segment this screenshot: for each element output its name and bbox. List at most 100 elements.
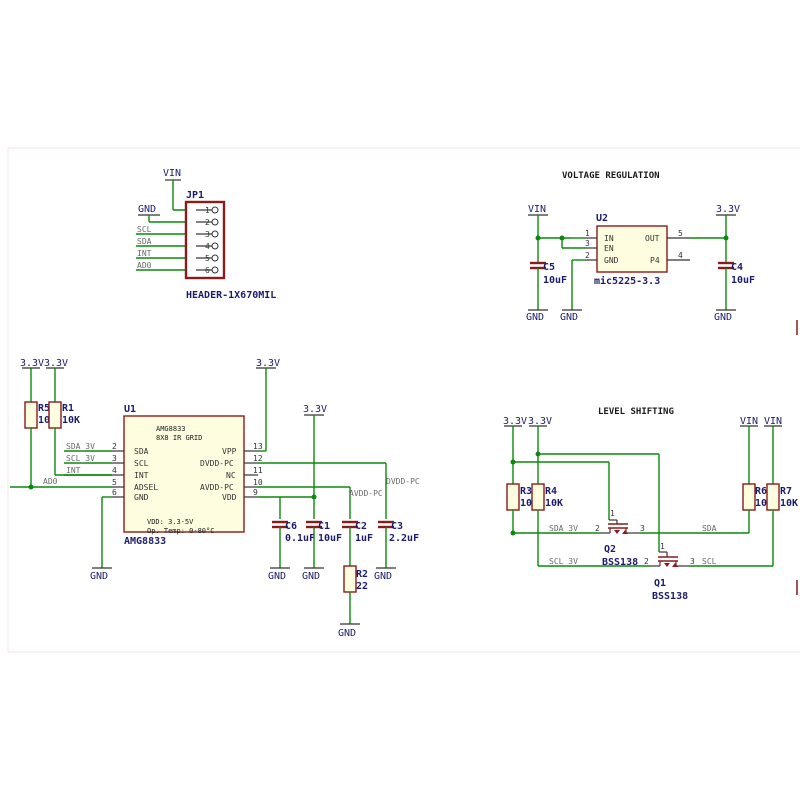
jp1-pin-3: 3 [205,230,210,239]
q1-value: BSS138 [652,591,688,602]
u2-name: mic5225-3.3 [594,275,660,287]
u2-pin-out: OUT [645,234,660,243]
jp1-ref: JP1 [186,190,204,201]
r7-ref: R7 [780,486,792,497]
u1-vpp-3v3-label: 3.3V [256,358,280,369]
r4-3v3-label: 3.3V [528,416,552,427]
u2-pin-en: EN [604,244,614,253]
u1-pin4-num: 4 [112,466,117,475]
q1-pin-3: 3 [690,557,695,566]
u2-pin5-num: 5 [678,229,683,238]
ls-net-sda3v: SDA_3V [549,524,578,533]
jp1-name: HEADER-1X670MIL [186,290,276,301]
c3-ref: C3 [391,521,403,532]
jp1-pin-6: 6 [205,266,210,275]
u1-net-dvdd: DVDD-PC [386,477,420,486]
u1-pin-vpp: VPP [222,447,237,456]
r5-value: 10K [38,415,56,426]
r2-resistor[interactable]: R2 22 [343,565,368,593]
r1-resistor[interactable]: R1 10K [48,401,80,429]
u1-amg8833[interactable]: 2 3 4 5 6 SDA SCL INT ADSEL GND 13 12 11… [112,404,263,547]
c3-gnd-label: GND [374,571,392,582]
u1-net-ad0: AD0 [43,477,58,486]
jp1-gnd-label: GND [138,204,156,215]
u2-pin-gnd: GND [604,256,619,265]
r7-vin-label: VIN [764,416,782,427]
voltage-regulation-title: VOLTAGE REGULATION [562,171,660,181]
r3-3v3-label: 3.3V [503,416,527,427]
jp1-net-int: INT [137,249,152,258]
r4-resistor[interactable]: R4 10K [531,483,563,511]
jp1-pin-1: 1 [205,206,210,215]
jp1-body [184,200,226,280]
c2-capacitor[interactable]: C2 1uF [342,520,373,566]
u1-pin-sda: SDA [134,447,149,456]
r3-value: 10K [520,498,538,509]
u2-regulator[interactable]: 1 3 2 IN EN GND 5 4 OUT P4 U2 mic5225-3.… [585,213,690,287]
r5-3v3-label: 3.3V [20,358,44,369]
q2-pin-1: 1 [610,509,615,518]
u1-ref: U1 [124,404,136,415]
u1-desc2: 8X8 IR GRID [156,434,202,442]
c1-gnd-label: GND [302,571,320,582]
c4-capacitor[interactable]: C4 10uF [718,261,755,310]
q2-mosfet[interactable]: 2 3 1 Q2 BSS138 [595,509,645,568]
r3-resistor[interactable]: R3 10K [506,483,538,511]
r1-3v3-label: 3.3V [44,358,68,369]
u1-vdd-note: VDD: 3.3-5V [147,518,194,526]
r2-value: 22 [356,581,368,592]
c2-ref: C2 [355,521,367,532]
r6-resistor[interactable]: R6 10K [742,483,773,511]
u1-net-scl3v: SCL_3V [66,454,95,463]
c5-value: 10uF [543,275,567,286]
c4-value: 10uF [731,275,755,286]
ls-net-scl3v: SCL_3V [549,557,578,566]
u1-pin2-num: 2 [112,442,117,451]
c2-value: 1uF [355,533,373,544]
u2-pin4-num: 4 [678,251,683,260]
c3-capacitor[interactable]: C3 2.2uF [378,520,419,568]
r2-ref: R2 [356,569,368,580]
u2-pin3-num: 3 [585,239,590,248]
jp1-header[interactable]: VIN GND SCL SDA INT AD0 1 2 3 4 5 [136,168,276,301]
r7-value: 10K [780,498,798,509]
u1-pin12-num: 12 [253,454,263,463]
r5-resistor[interactable]: R5 10K [24,401,56,429]
u1-net-int: INT [66,466,81,475]
q1-ref: Q1 [654,578,666,589]
r7-resistor[interactable]: R7 10K [766,483,798,511]
c4-ref: C4 [731,262,743,273]
u1-pin3-num: 3 [112,454,117,463]
c1-capacitor[interactable]: C1 10uF [306,520,342,568]
u1-temp-note: Op. Temp: 0-80°C [147,527,214,535]
c5-ref: C5 [543,262,555,273]
u2-vin-label: VIN [528,204,546,215]
level-shifting-section: LEVEL SHIFTING 3.3V 3.3V R3 10K R4 10K S [503,407,798,602]
c5-capacitor[interactable]: C5 10uF [530,261,567,310]
u1-pin-int: INT [134,471,149,480]
ls-net-sda: SDA [702,524,717,533]
jp1-pin-5: 5 [205,254,210,263]
r2-gnd-label: GND [338,628,356,639]
q2-pin-3: 3 [640,524,645,533]
q1-pin-1: 1 [660,542,665,551]
r4-ref: R4 [545,486,557,497]
u1-vdd-3v3-label: 3.3V [303,404,327,415]
c3-value: 2.2uF [389,533,419,544]
r1-ref: R1 [62,403,74,414]
ls-net-scl: SCL [702,557,717,566]
q1-mosfet[interactable]: 2 3 1 Q1 BSS138 [644,542,695,602]
u1-pin-nc: NC [226,471,236,480]
u1-gnd-label: GND [90,571,108,582]
jp1-net-ad0: AD0 [137,261,152,270]
u2-pin2-num: 2 [585,251,590,260]
u1-pin13-num: 13 [253,442,263,451]
u1-pin6-num: 6 [112,488,117,497]
u2-pin-in: IN [604,234,614,243]
c1-value: 10uF [318,533,342,544]
amg8833-section: 3.3V 3.3V R5 10K R1 10K AD0 SDA_3V SCL_3… [10,358,420,639]
jp1-net-sda: SDA [137,237,152,246]
c6-capacitor[interactable]: C6 0.1uF [272,520,315,568]
u2-3v3-label: 3.3V [716,204,740,215]
